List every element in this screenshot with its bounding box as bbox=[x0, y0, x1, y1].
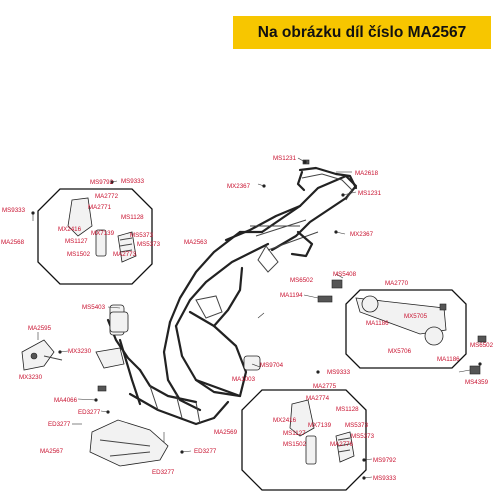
hanger-inset bbox=[345, 289, 467, 369]
label-ms6502-right: MS6502 bbox=[470, 342, 494, 349]
label-mx5706: MX5706 bbox=[388, 348, 412, 355]
label-ms5408: MS5408 bbox=[333, 271, 357, 278]
label-ms1128-bot: MS1128 bbox=[336, 406, 359, 413]
label-ms1231-top: MS1231 bbox=[273, 155, 297, 162]
label-ma1186-left: MA1186 bbox=[366, 320, 389, 327]
label-ms9333-bot: MS9333 bbox=[373, 475, 397, 482]
label-ms5373-bot2: MS5373 bbox=[351, 433, 375, 440]
label-ms5373-bot1: MS5373 bbox=[345, 422, 369, 429]
label-ma2775: MA2775 bbox=[313, 383, 337, 390]
label-ms1231-right: MS1231 bbox=[358, 190, 382, 197]
label-ms1127-bot: MS1127 bbox=[283, 430, 306, 437]
label-ms5373-top2: MS5373 bbox=[137, 241, 161, 248]
label-ma1186-right: MA1186 bbox=[437, 356, 460, 363]
callout-dots bbox=[31, 160, 482, 480]
label-ma2563: MA2563 bbox=[184, 239, 208, 246]
part-labels: MS1231 MA2618 MX2367 MS1231 MX2367 MS979… bbox=[1, 155, 494, 482]
label-mx3230-a: MX3230 bbox=[68, 348, 92, 355]
label-ms9333-left: MS9333 bbox=[2, 207, 26, 214]
label-ms5373-top1: MS5373 bbox=[130, 232, 154, 239]
banner-text: Na obrázku díl číslo MA2567 bbox=[257, 23, 467, 41]
label-ma1003: MA1003 bbox=[232, 376, 256, 383]
label-mx2416-top: MX2416 bbox=[58, 226, 82, 233]
label-ma2770: MA2770 bbox=[385, 280, 409, 287]
leader-lines bbox=[32, 157, 471, 479]
label-ma2771-top: MA2771 bbox=[88, 204, 112, 211]
label-ma2595: MA2595 bbox=[28, 325, 52, 332]
label-ms9792-top: MS9792 bbox=[90, 179, 114, 186]
label-ma2772-top: MA2772 bbox=[95, 193, 119, 200]
label-ed3277-b: ED3277 bbox=[48, 421, 71, 428]
label-ma2567: MA2567 bbox=[40, 448, 64, 455]
side-stand-bracket-part bbox=[21, 339, 63, 371]
label-mx2416-bot: MX2416 bbox=[273, 417, 297, 424]
engine-hanger-assembly bbox=[355, 295, 487, 375]
label-ms9704: MS9704 bbox=[260, 362, 284, 369]
part-number-banner: Na obrázku díl číslo MA2567 bbox=[233, 16, 491, 49]
engine-mount-parts bbox=[95, 279, 343, 392]
label-ms9333-top: MS9333 bbox=[121, 178, 145, 185]
label-mx7139-top: MX7139 bbox=[91, 230, 115, 237]
label-mx3230-b: MX3230 bbox=[19, 374, 43, 381]
label-ed3277-c: ED3277 bbox=[194, 448, 217, 455]
label-mx2367-mid: MX2367 bbox=[350, 231, 374, 238]
label-mx2367-top: MX2367 bbox=[227, 183, 251, 190]
label-ed3277-a: ED3277 bbox=[78, 409, 101, 416]
label-ma2569: MA2569 bbox=[214, 429, 238, 436]
label-mx7139-bot: MX7139 bbox=[308, 422, 332, 429]
label-ed3277-d: ED3277 bbox=[152, 469, 175, 476]
label-ma1194: MA1194 bbox=[280, 292, 303, 299]
label-ma2776: MA2776 bbox=[330, 441, 354, 448]
label-ms1502-top: MS1502 bbox=[67, 251, 91, 258]
label-ms5403: MS5403 bbox=[82, 304, 106, 311]
label-ma2568: MA2568 bbox=[1, 239, 25, 246]
label-ms1502-bot: MS1502 bbox=[283, 441, 307, 448]
label-ms9333-mid: MS9333 bbox=[327, 369, 351, 376]
label-ma4066: MA4066 bbox=[54, 397, 78, 404]
label-ms4359: MS4359 bbox=[465, 379, 489, 386]
label-ms9792-bot: MS9792 bbox=[373, 457, 397, 464]
label-ms6502-mid: MS6502 bbox=[290, 277, 314, 284]
label-ma2773-top: MA2773 bbox=[113, 251, 137, 258]
label-ma2774: MA2774 bbox=[306, 395, 330, 402]
label-ma2618: MA2618 bbox=[355, 170, 379, 177]
label-ms1128-top: MS1128 bbox=[121, 214, 144, 221]
footrest-inset-bottom bbox=[241, 389, 367, 491]
label-mx5705: MX5705 bbox=[404, 313, 428, 320]
floor-panel-part bbox=[89, 419, 169, 467]
label-ms1127-top: MS1127 bbox=[65, 238, 88, 245]
footrest-inset-top bbox=[37, 188, 153, 285]
